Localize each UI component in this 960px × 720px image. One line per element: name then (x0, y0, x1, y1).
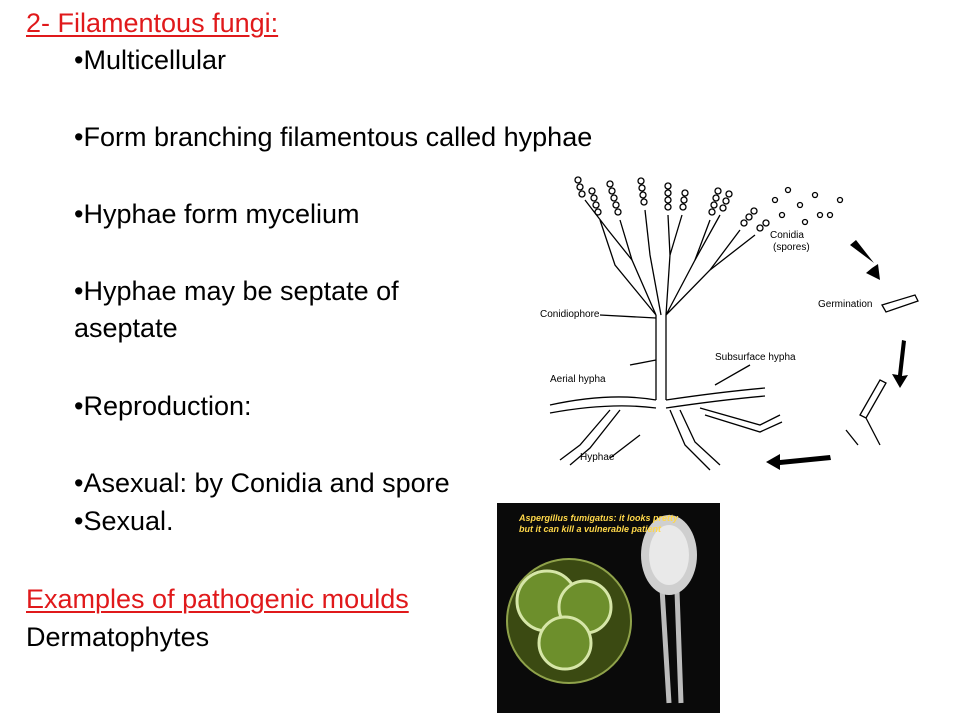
bullet-asexual: •Asexual: by Conidia and spore (74, 468, 450, 498)
bullet-branching: •Form branching filamentous called hypha… (74, 122, 593, 152)
examples-heading: Examples of pathogenic moulds (26, 584, 409, 614)
germinating-spore-branch (845, 379, 887, 446)
bullet-septate: •Hyphae may be septate of (74, 276, 399, 306)
aspergillus-photo: Aspergillus fumigatus: it looks pretty b… (497, 503, 720, 713)
label-spores: (spores) (773, 242, 810, 253)
bullet-mycelium: •Hyphae form mycelium (74, 199, 360, 229)
bullet-reproduction: •Reproduction: (74, 391, 252, 421)
colony (537, 615, 593, 671)
label-germination: Germination (818, 299, 872, 310)
fungus-lifecycle-diagram: Conidia (spores) Germination Conidiophor… (540, 176, 919, 471)
bullet-septate-cont: aseptate (74, 313, 178, 343)
slide-title: 2- Filamentous fungi: (26, 8, 279, 38)
label-hyphae: Hyphae (580, 452, 615, 463)
label-subsurface-hypha: Subsurface hypha (715, 352, 796, 363)
spore-chains (574, 176, 770, 232)
bullet-multicellular: •Multicellular (74, 45, 226, 75)
free-spores (771, 186, 844, 226)
germinating-spore (881, 294, 919, 313)
label-conidia: Conidia (770, 230, 804, 241)
photo-caption-1: Aspergillus fumigatus: it looks pretty (518, 513, 679, 523)
bullet-sexual: •Sexual. (74, 506, 174, 536)
photo-caption-2: but it can kill a vulnerable patient (519, 524, 662, 534)
conidiophore-stem (659, 587, 684, 704)
cycle-arrows (766, 240, 908, 470)
label-conidiophore: Conidiophore (540, 309, 600, 320)
conidiophore-stalk (655, 315, 667, 400)
examples-item: Dermatophytes (26, 622, 210, 652)
label-aerial-hypha: Aerial hypha (550, 374, 606, 385)
